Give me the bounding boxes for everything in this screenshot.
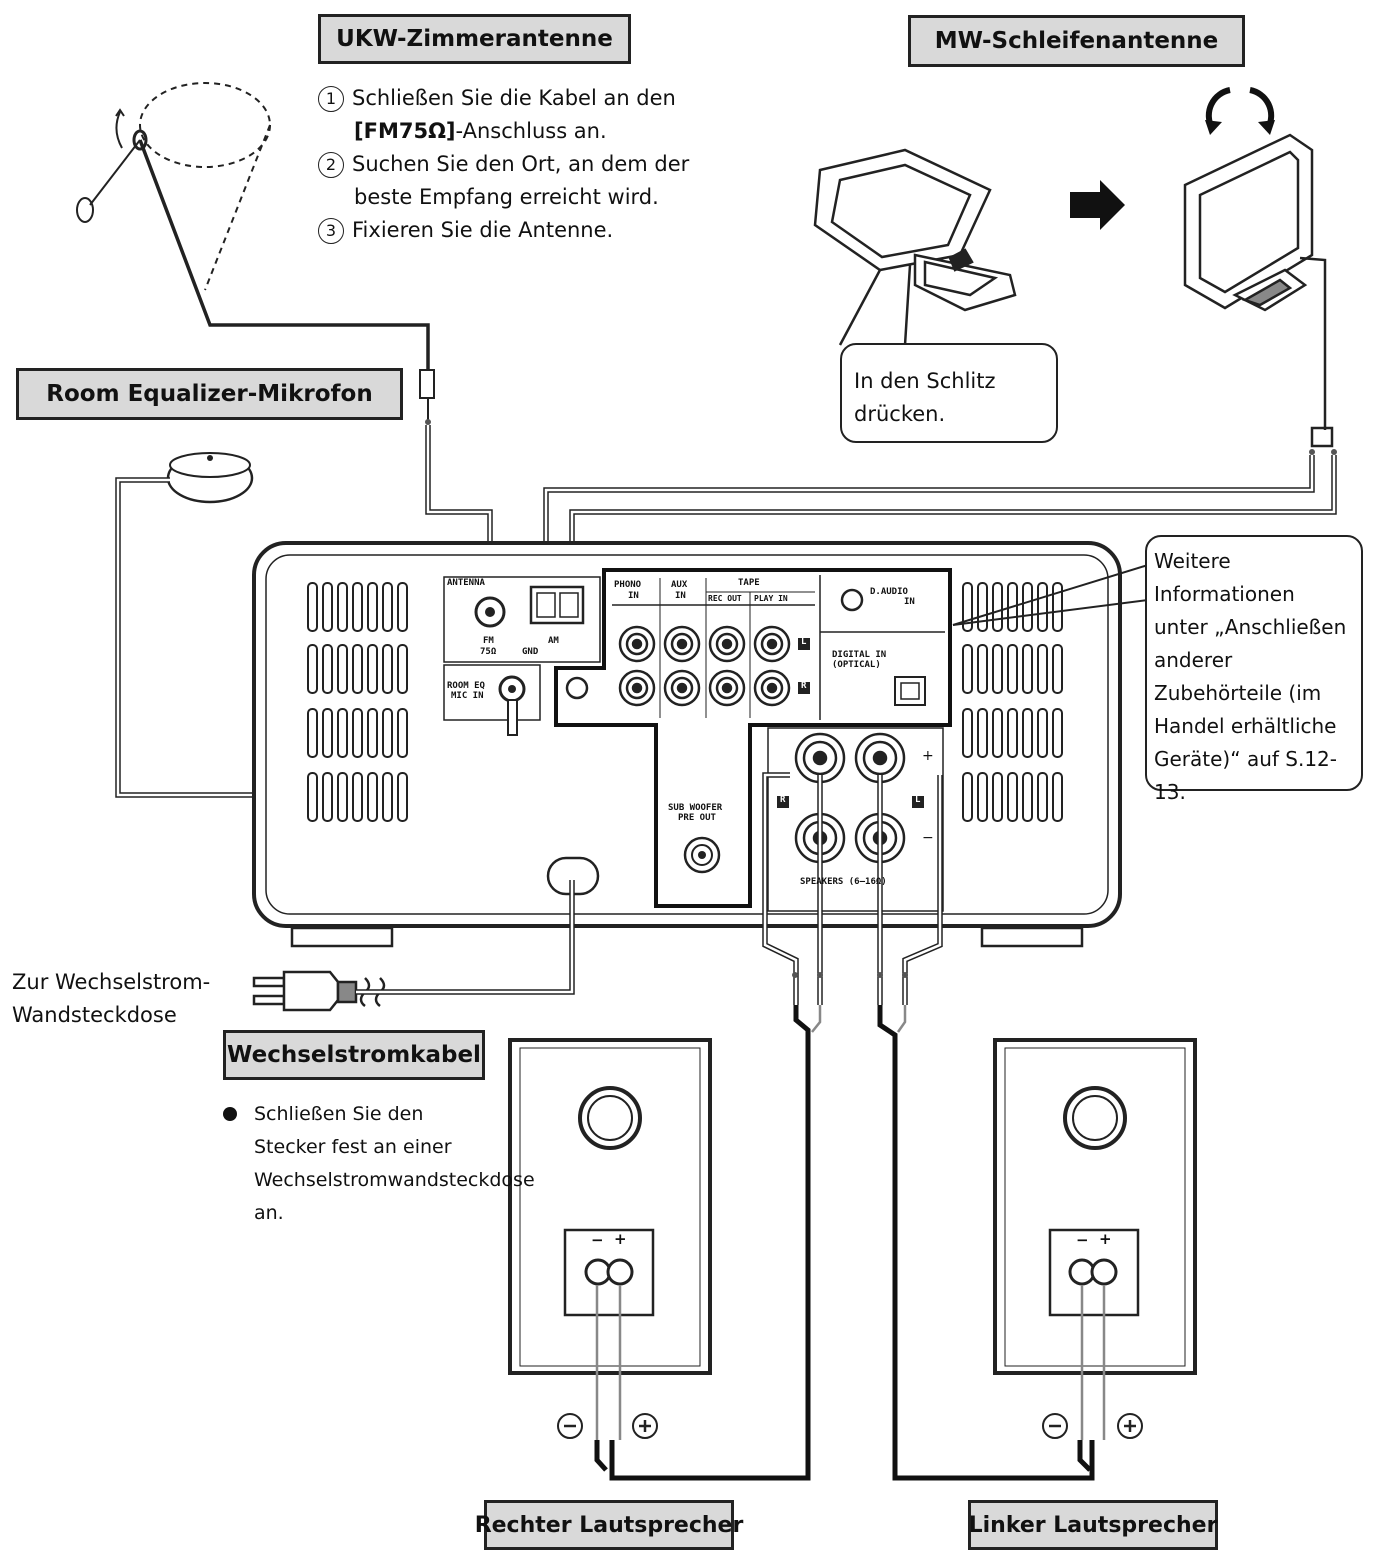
slot-callout-line1: In den Schlitz xyxy=(854,369,996,393)
more-info-callout: Weitere Informationen unter „Anschließen… xyxy=(1145,535,1363,804)
step-text: Fixieren Sie die Antenne. xyxy=(352,218,614,242)
right-speaker-cabinet xyxy=(508,1038,712,1375)
bullet-icon xyxy=(223,1107,237,1121)
info-line: anderer xyxy=(1154,648,1233,672)
fm-antenna-label: UKW-Zimmerantenne xyxy=(318,14,631,64)
right-speaker-plus: + xyxy=(614,1230,627,1248)
panel-antenna-label: ANTENNA xyxy=(447,578,485,588)
panel-am-label: AM xyxy=(548,636,559,646)
fm-antenna-drawing xyxy=(76,82,435,425)
step-number: 2 xyxy=(318,152,344,178)
panel-d-audio-in-label: IN xyxy=(904,597,915,607)
panel-aux-in-label: IN xyxy=(675,591,686,601)
step-text: beste Empfang erreicht wird. xyxy=(354,185,659,209)
fm75-terminal-label: [FM75Ω] xyxy=(354,119,456,143)
ac-outlet-line2: Wandsteckdose xyxy=(12,1003,177,1027)
panel-l-label: L xyxy=(801,637,807,647)
step-number: 3 xyxy=(318,218,344,244)
slot-callout: In den Schlitz drücken. xyxy=(840,343,1058,443)
panel-fm75-label: 75Ω xyxy=(480,647,497,657)
panel-fm-label: FM xyxy=(483,636,494,646)
panel-tape-label: TAPE xyxy=(738,578,760,588)
room-eq-mic-label: Room Equalizer-Mikrofon xyxy=(16,368,403,420)
am-loop-antenna-left xyxy=(813,148,1017,346)
panel-r-label: R xyxy=(801,681,807,691)
panel-rec-out-label: REC OUT xyxy=(708,594,742,603)
panel-speaker-l-label: L xyxy=(915,795,921,805)
room-eq-mic-drawing xyxy=(166,452,254,504)
ac-note-line: Wechselstromwandsteckdose xyxy=(254,1169,535,1191)
panel-sub-woofer-label: SUB WOOFER xyxy=(668,803,723,813)
panel-d-audio-label: D.AUDIO xyxy=(870,587,908,597)
slot-callout-line2: drücken. xyxy=(854,402,946,426)
receiver-rear-panel xyxy=(252,541,1122,948)
step-text: -Anschluss an. xyxy=(455,119,607,143)
info-line: Handel erhältliche xyxy=(1154,714,1337,738)
info-line: Geräte)“ auf S.12-13. xyxy=(1154,747,1337,804)
right-speaker-minus: − xyxy=(591,1231,604,1249)
panel-aux-label: AUX xyxy=(671,580,688,590)
left-speaker-plus: + xyxy=(1099,1230,1112,1248)
am-loop-antenna-right xyxy=(1183,133,1334,448)
info-line: Zubehörteile (im xyxy=(1154,681,1322,705)
fm-step-3: 3 Fixieren Sie die Antenne. xyxy=(318,214,748,247)
panel-speakers-label: SPEAKERS (6—16Ω) xyxy=(800,877,887,887)
panel-minus-label: − xyxy=(922,830,934,846)
ac-note-line: an. xyxy=(254,1202,284,1224)
left-speaker-cabinet xyxy=(993,1038,1197,1375)
step-text: Schließen Sie die Kabel an den xyxy=(352,86,676,110)
info-line: unter „Anschließen xyxy=(1154,615,1347,639)
panel-phono-label: PHONO xyxy=(614,580,642,590)
info-line: Weitere xyxy=(1154,549,1231,573)
info-line: Informationen xyxy=(1154,582,1295,606)
panel-speaker-r-label: R xyxy=(780,795,786,805)
left-speaker-label: Linker Lautsprecher xyxy=(968,1500,1218,1550)
panel-optical-label: (OPTICAL) xyxy=(832,660,881,670)
ac-outlet-text: Zur Wechselstrom- Wandsteckdose xyxy=(12,966,210,1032)
panel-mic-in-label: MIC IN xyxy=(451,691,484,701)
ac-note-line: Schließen Sie den xyxy=(254,1103,424,1125)
fm-step-2: 2 Suchen Sie den Ort, an dem der beste Em… xyxy=(318,148,748,214)
panel-room-eq-label: ROOM EQ xyxy=(447,681,485,691)
panel-digital-in-label: DIGITAL IN xyxy=(832,650,887,660)
ac-cord-label: Wechselstromkabel xyxy=(223,1030,485,1080)
left-speaker-minus: − xyxy=(1076,1231,1089,1249)
ac-plug-drawing xyxy=(252,970,386,1012)
panel-gnd-label: GND xyxy=(522,647,539,657)
panel-phono-in-label: IN xyxy=(628,591,639,601)
fm-step-1: 1 Schließen Sie die Kabel an den [FM75Ω]-… xyxy=(318,82,748,148)
panel-play-in-label: PLAY IN xyxy=(754,594,788,603)
panel-pre-out-label: PRE OUT xyxy=(678,813,716,823)
panel-plus-label: + xyxy=(922,748,934,764)
step-number: 1 xyxy=(318,86,344,112)
am-antenna-label: MW-Schleifenantenne xyxy=(908,15,1245,67)
right-speaker-label: Rechter Lautsprecher xyxy=(475,1500,743,1550)
step-text: Suchen Sie den Ort, an dem der xyxy=(352,152,690,176)
ac-note-line: Stecker fest an einer xyxy=(254,1136,452,1158)
arrow-right-icon xyxy=(1070,180,1125,230)
ac-note: Schließen Sie den Stecker fest an einer … xyxy=(254,1098,535,1230)
ac-outlet-line1: Zur Wechselstrom- xyxy=(12,970,211,994)
